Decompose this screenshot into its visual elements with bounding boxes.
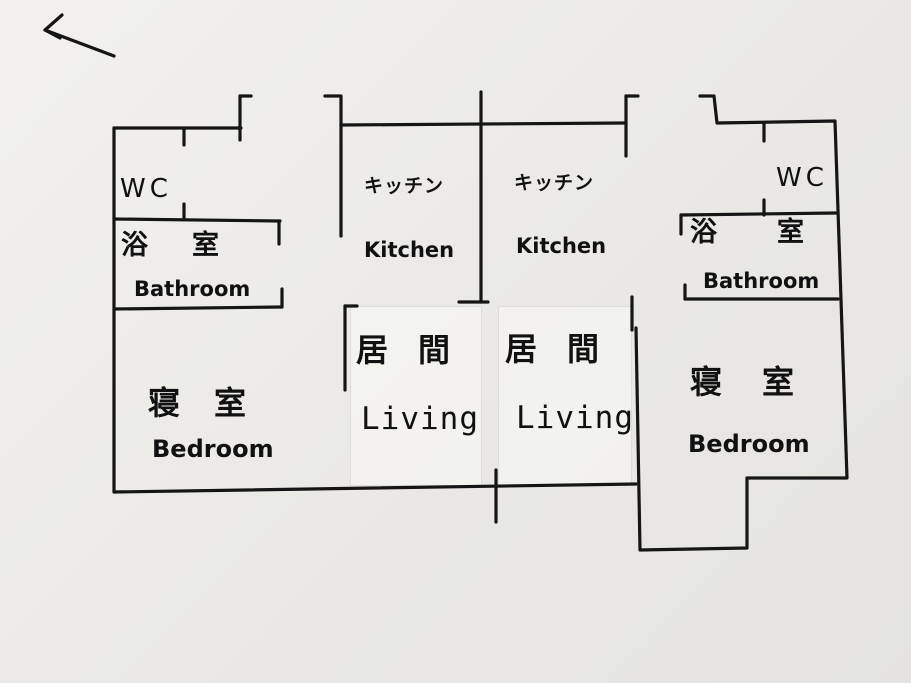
right-living-jp-label: 居間: [505, 330, 630, 368]
left-living-en-label: Living: [361, 401, 479, 437]
right-living-en-label: Living: [516, 400, 634, 436]
right-wc-label: WC: [776, 163, 828, 193]
left-bathroom-jp-label: 浴室: [121, 230, 263, 261]
right-unit-walls: [634, 94, 849, 552]
left-bedroom-jp-label: 寝室: [148, 384, 281, 422]
left-bathroom-en-label: Bathroom: [134, 277, 251, 301]
kitchen-walls: [323, 90, 640, 524]
left-wc-label: WC: [120, 174, 172, 204]
left-kitchen-jp-label: キッチン: [364, 175, 445, 197]
tape-patch-left: [350, 306, 482, 486]
left-unit-walls: [112, 94, 638, 494]
right-bedroom-jp-label: 寝室: [690, 363, 835, 401]
right-bathroom-jp-label: 浴室: [690, 217, 864, 248]
left-bedroom-en-label: Bedroom: [152, 435, 274, 463]
right-kitchen-en-label: Kitchen: [516, 234, 607, 258]
left-kitchen-en-label: Kitchen: [364, 238, 455, 262]
north-arrow-icon: [43, 13, 116, 58]
right-bathroom-en-label: Bathroom: [703, 269, 820, 293]
tape-patch-right: [498, 306, 632, 486]
left-living-jp-label: 居間: [356, 331, 481, 369]
right-kitchen-jp-label: キッチン: [514, 172, 595, 194]
right-bedroom-en-label: Bedroom: [688, 430, 810, 458]
